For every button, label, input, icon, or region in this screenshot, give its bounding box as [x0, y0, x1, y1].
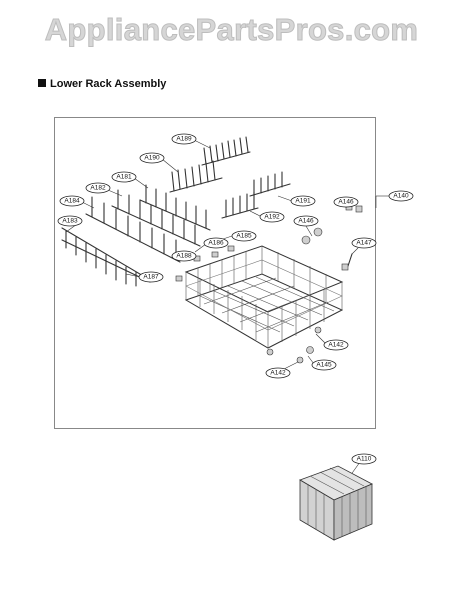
clip-parts: [175, 245, 235, 282]
section-title: Lower Rack Assembly: [50, 78, 167, 90]
svg-text:A191: A191: [295, 198, 311, 205]
svg-text:A192: A192: [264, 214, 280, 221]
svg-text:A190: A190: [144, 155, 160, 162]
svg-text:A146: A146: [298, 218, 314, 225]
callout-a189: A189: [171, 133, 197, 145]
watermark-logo: AppliancePartsPros.com: [44, 12, 419, 48]
callout-a182: A182: [85, 182, 111, 194]
tine-row-a189: [201, 136, 251, 166]
tine-row-a192: [221, 191, 259, 219]
callout-a140: A140: [388, 190, 414, 202]
svg-text:A142: A142: [328, 342, 344, 349]
svg-text:A145: A145: [316, 362, 332, 369]
callout-a188: A188: [171, 250, 197, 262]
tine-row-a191: [249, 171, 291, 197]
svg-text:A181: A181: [116, 174, 132, 181]
callout-a183: A183: [57, 215, 83, 227]
callout-a184: A184: [59, 195, 85, 207]
svg-text:A187: A187: [143, 274, 159, 281]
cutlery-basket-a110: [299, 465, 373, 541]
callout-a185: A185: [231, 230, 257, 242]
tine-row-a181: [139, 184, 211, 231]
tine-row-a183: [61, 227, 151, 287]
svg-text:A189: A189: [176, 136, 192, 143]
callout-a181: A181: [111, 171, 137, 183]
callout-a192: A192: [259, 211, 285, 223]
diagram-frame: [54, 117, 376, 429]
svg-text:A146: A146: [338, 199, 354, 206]
section-heading: Lower Rack Assembly: [38, 78, 166, 90]
callout-a145: A145: [311, 359, 337, 371]
callout-a142-right: A142: [323, 339, 349, 351]
callout-a147: A147: [351, 237, 377, 249]
tine-row-a190: [169, 160, 223, 193]
callout-a142-left: A142: [265, 367, 291, 379]
callout-a146-upper: A146: [333, 196, 359, 208]
callout-a110: A110: [351, 453, 377, 465]
callout-a190: A190: [139, 152, 165, 164]
bullet-square-icon: [38, 79, 46, 87]
svg-text:A182: A182: [90, 185, 106, 192]
callout-a191: A191: [290, 195, 316, 207]
svg-text:A147: A147: [356, 240, 372, 247]
svg-text:A188: A188: [176, 253, 192, 260]
callout-a186: A186: [203, 237, 229, 249]
lower-rack-basket: [184, 245, 344, 349]
svg-text:A185: A185: [236, 233, 252, 240]
callout-a187: A187: [138, 271, 164, 283]
svg-text:A110: A110: [357, 456, 372, 463]
tine-row-a182: [111, 189, 201, 247]
callout-a146-lower: A146: [293, 215, 319, 227]
tine-row-a184: [85, 196, 181, 263]
svg-text:A140: A140: [393, 193, 409, 200]
svg-text:A183: A183: [62, 218, 78, 225]
svg-text:A184: A184: [64, 198, 80, 205]
svg-text:A186: A186: [208, 240, 224, 247]
svg-text:A142: A142: [270, 370, 286, 377]
